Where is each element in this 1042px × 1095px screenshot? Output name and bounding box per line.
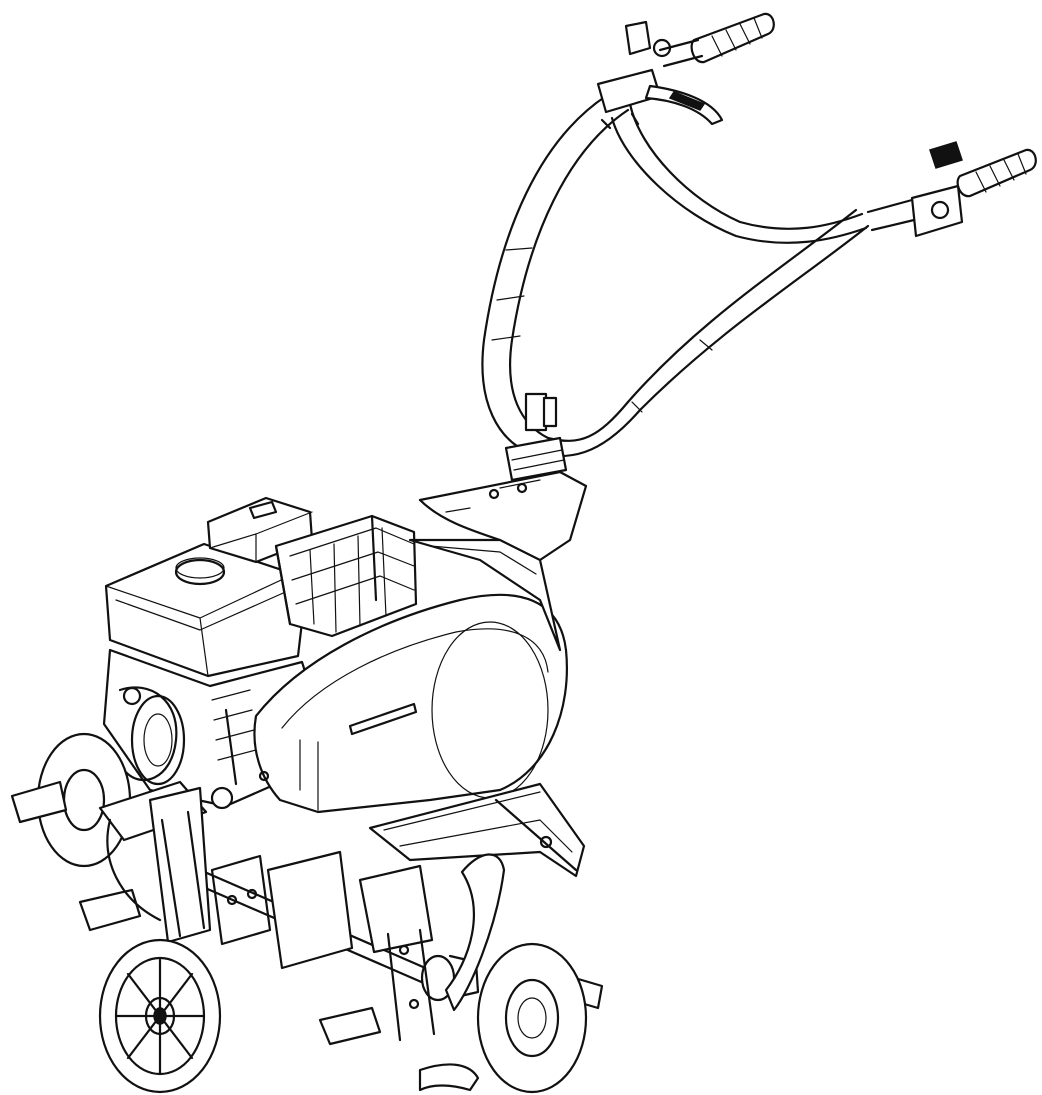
- main-frame: [418, 470, 588, 562]
- tiller-tines-right: [318, 853, 604, 1092]
- front-wheel-assembly: [98, 786, 222, 1094]
- transmission-cover: [253, 538, 568, 814]
- transport-wheel-right: [476, 942, 588, 1094]
- handlebar-assembly: [481, 12, 1037, 482]
- skid-plate: [368, 782, 586, 878]
- tine-drive-shaft: [194, 850, 480, 1002]
- engine: [102, 496, 418, 810]
